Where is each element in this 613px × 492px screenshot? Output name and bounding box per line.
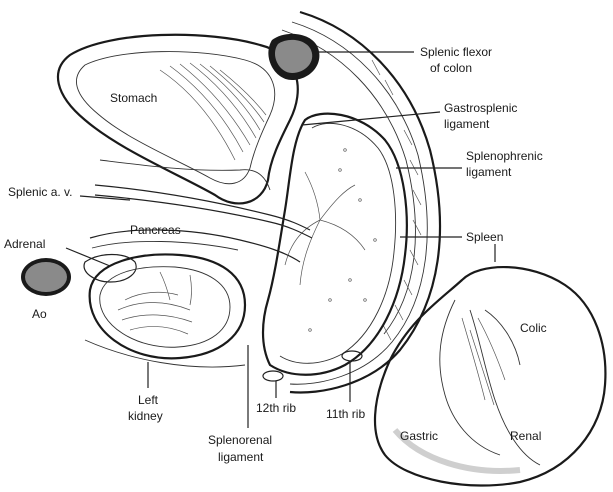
label-left-kidney-1: Left	[138, 393, 159, 407]
adrenal-organ	[83, 253, 137, 283]
label-splenorenal-1: Splenorenal	[208, 433, 272, 447]
leader-splenic-av	[79, 195, 131, 201]
label-spleen: Spleen	[466, 230, 503, 244]
stomach-organ	[56, 33, 299, 205]
label-12th-rib: 12th rib	[256, 401, 296, 415]
ribs	[262, 350, 363, 382]
label-gastrosplenic-2: ligament	[444, 117, 490, 131]
body-wall	[281, 10, 442, 394]
label-splenophrenic-2: ligament	[466, 165, 512, 179]
aorta	[21, 258, 71, 296]
label-colic: Colic	[520, 321, 547, 335]
left-kidney-organ	[84, 253, 247, 368]
label-pancreas: Pancreas	[130, 223, 181, 237]
leader-lines	[65, 51, 496, 428]
pancreas-organ	[89, 229, 301, 263]
label-splenic-av: Splenic a. v.	[8, 185, 72, 199]
label-gastric: Gastric	[400, 429, 438, 443]
label-ao: Ao	[32, 307, 47, 321]
splenic-flexor-colon	[268, 33, 320, 80]
spleen-organ	[261, 112, 408, 376]
label-gastrosplenic-1: Gastrosplenic	[444, 101, 517, 115]
label-11th-rib: 11th rib	[326, 407, 365, 421]
spleen-external-view	[373, 265, 607, 487]
splenic-artery-vein	[94, 159, 313, 239]
leader-gastrosplenic	[301, 111, 441, 126]
label-adrenal: Adrenal	[4, 237, 45, 251]
label-splenorenal-2: ligament	[218, 450, 264, 464]
label-splenic-flexor-1: Splenic flexor	[420, 45, 492, 59]
label-stomach: Stomach	[110, 91, 157, 105]
label-renal: Renal	[510, 429, 541, 443]
label-splenic-flexor-2: of colon	[430, 61, 472, 75]
leader-adrenal	[65, 247, 111, 267]
label-splenophrenic-1: Splenophrenic	[466, 149, 543, 163]
label-left-kidney-2: kidney	[128, 409, 163, 423]
